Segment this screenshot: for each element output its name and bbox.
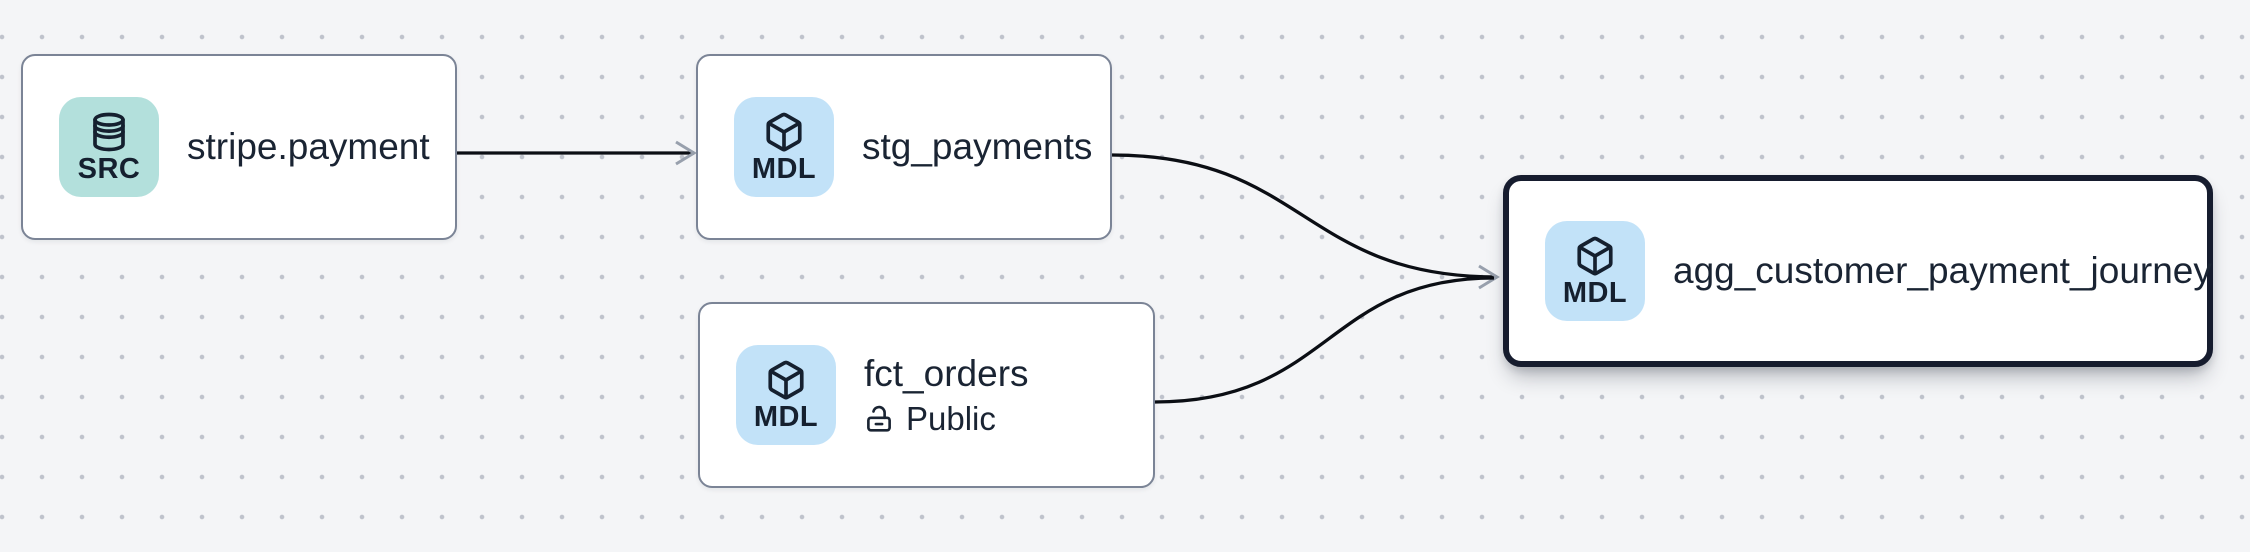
lineage-node-fct-orders[interactable]: MDL fct_orders Public	[698, 302, 1155, 488]
node-text: stripe.payment	[187, 126, 430, 169]
node-text: fct_orders Public	[864, 353, 1029, 438]
badge-label: MDL	[753, 400, 819, 433]
database-icon	[93, 112, 125, 151]
node-label: stg_payments	[862, 125, 1093, 167]
access-row: Public	[864, 400, 1029, 438]
node-label: stripe.payment	[187, 125, 430, 167]
badge-label: MDL	[1562, 276, 1628, 309]
model-badge: MDL	[734, 97, 834, 197]
badge-label: MDL	[751, 152, 817, 185]
node-label: fct_orders	[864, 352, 1029, 394]
access-label: Public	[906, 400, 996, 438]
lineage-node-agg-customer-payment-journey[interactable]: MDL agg_customer_payment_journey	[1503, 175, 2213, 367]
lineage-node-stg-payments[interactable]: MDL stg_payments	[696, 54, 1112, 240]
unlock-icon	[867, 406, 891, 432]
lineage-node-stripe-payment[interactable]: SRC stripe.payment	[21, 54, 457, 240]
cube-icon	[768, 360, 804, 399]
cube-icon	[766, 112, 802, 151]
edge-fct-orders-to-agg-customer-payment-journey[interactable]	[1154, 276, 1495, 404]
model-badge: MDL	[736, 345, 836, 445]
edge-stg-payments-to-agg-customer-payment-journey[interactable]	[1111, 153, 1500, 290]
badge-label: SRC	[77, 152, 141, 185]
node-text: stg_payments	[862, 126, 1092, 169]
node-text: agg_customer_payment_journey	[1673, 250, 2212, 293]
source-badge: SRC	[59, 97, 159, 197]
cube-icon	[1577, 236, 1613, 275]
model-badge: MDL	[1545, 221, 1645, 321]
node-label: agg_customer_payment_journey	[1673, 249, 2212, 291]
